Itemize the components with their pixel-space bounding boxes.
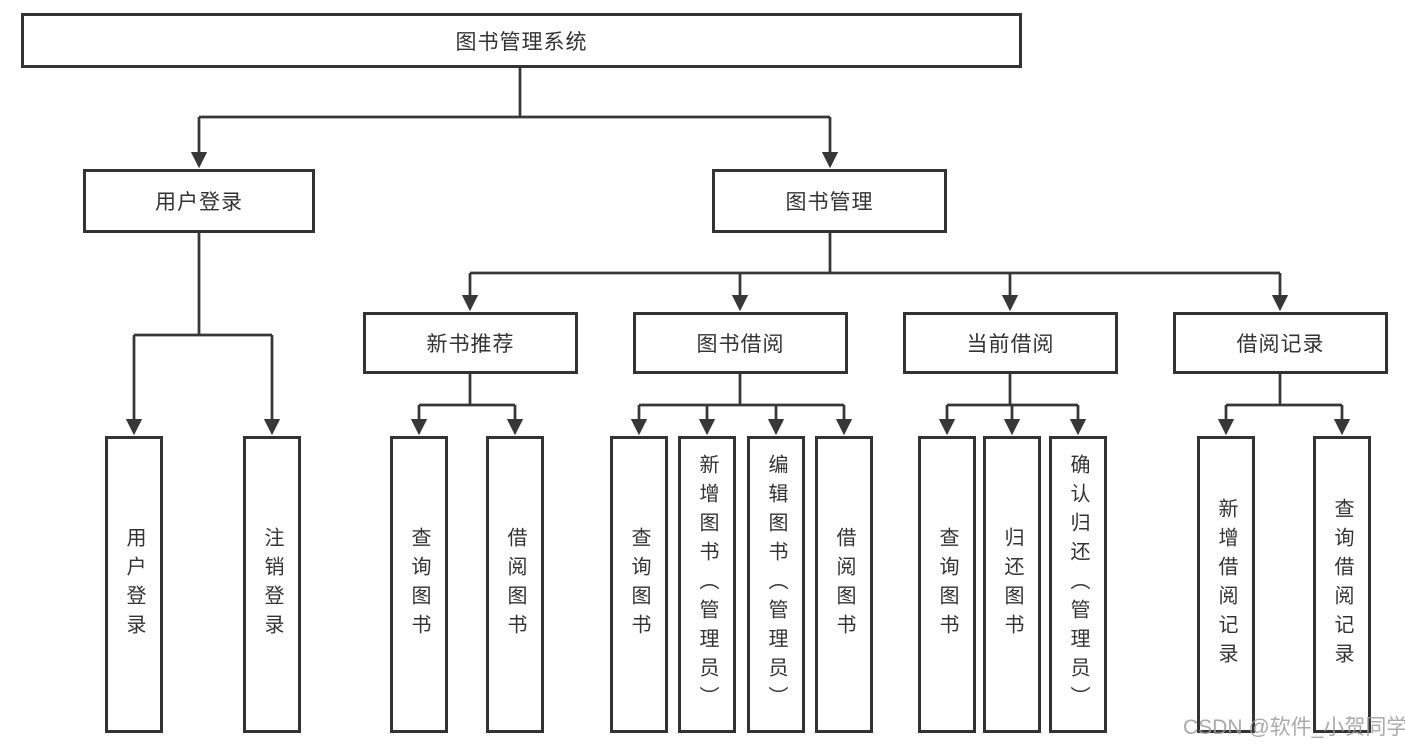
node-book-mgmt-label: 图书管理 xyxy=(785,191,874,214)
connector-new-book-rec-split xyxy=(419,374,515,407)
connector-current-borrow-split xyxy=(947,374,1078,407)
node-leaf-confirm-return: 确认归还（管理员） xyxy=(1049,436,1107,733)
node-current-borrow: 当前借阅 xyxy=(903,312,1118,374)
node-leaf-borrow-query-book-label: 查询图书 xyxy=(628,526,650,643)
node-book-borrow-label: 图书借阅 xyxy=(696,333,785,356)
node-leaf-confirm-return-label: 确认归还（管理员） xyxy=(1067,454,1089,715)
node-leaf-cur-query-book-label: 查询图书 xyxy=(936,526,958,643)
connector-root-trunk xyxy=(199,68,830,119)
node-leaf-edit-book-label: 编辑图书（管理员） xyxy=(765,454,787,715)
node-borrow-records-label: 借阅记录 xyxy=(1236,333,1325,356)
node-book-mgmt: 图书管理 xyxy=(712,169,947,233)
node-leaf-add-book-label: 新增图书（管理员） xyxy=(696,454,718,715)
node-root-label: 图书管理系统 xyxy=(455,30,588,54)
node-leaf-user-login: 用户登录 xyxy=(105,436,163,733)
connector-user-login-split xyxy=(134,232,272,337)
watermark: CSDN @软件_小贺同学 xyxy=(1183,716,1405,739)
node-leaf-add-book: 新增图书（管理员） xyxy=(678,436,736,733)
node-leaf-add-borrow-record-label: 新增借阅记录 xyxy=(1215,497,1237,672)
node-leaf-return-book-label: 归还图书 xyxy=(1001,526,1023,643)
node-leaf-rec-query-book-label: 查询图书 xyxy=(408,526,430,643)
connector-borrow-records-split xyxy=(1226,374,1342,407)
connector-book-borrow-split xyxy=(639,374,844,407)
node-leaf-rec-borrow-book: 借阅图书 xyxy=(486,436,544,733)
connector-book-mgmt-split xyxy=(470,233,1280,275)
node-user-login-label: 用户登录 xyxy=(155,191,243,214)
node-new-book-rec-label: 新书推荐 xyxy=(426,333,515,356)
node-leaf-return-book: 归还图书 xyxy=(983,436,1041,733)
node-borrow-records: 借阅记录 xyxy=(1173,312,1388,374)
node-user-login: 用户登录 xyxy=(83,169,315,233)
node-leaf-borrow-book: 借阅图书 xyxy=(815,436,873,733)
node-leaf-user-login-label: 用户登录 xyxy=(123,526,145,643)
node-leaf-rec-query-book: 查询图书 xyxy=(390,436,448,733)
node-leaf-borrow-book-label: 借阅图书 xyxy=(833,526,855,643)
node-book-borrow: 图书借阅 xyxy=(633,312,848,374)
node-leaf-query-borrow-record-label: 查询借阅记录 xyxy=(1331,497,1353,672)
node-leaf-edit-book: 编辑图书（管理员） xyxy=(747,436,805,733)
node-leaf-logout-label: 注销登录 xyxy=(261,526,283,643)
node-leaf-cur-query-book: 查询图书 xyxy=(918,436,976,733)
node-leaf-logout: 注销登录 xyxy=(243,436,301,733)
node-leaf-borrow-query-book: 查询图书 xyxy=(610,436,668,733)
node-leaf-query-borrow-record: 查询借阅记录 xyxy=(1313,436,1371,733)
node-leaf-add-borrow-record: 新增借阅记录 xyxy=(1197,436,1255,733)
node-root: 图书管理系统 xyxy=(21,13,1022,68)
node-leaf-rec-borrow-book-label: 借阅图书 xyxy=(504,526,526,643)
node-new-book-rec: 新书推荐 xyxy=(363,312,578,374)
node-current-borrow-label: 当前借阅 xyxy=(966,333,1055,356)
